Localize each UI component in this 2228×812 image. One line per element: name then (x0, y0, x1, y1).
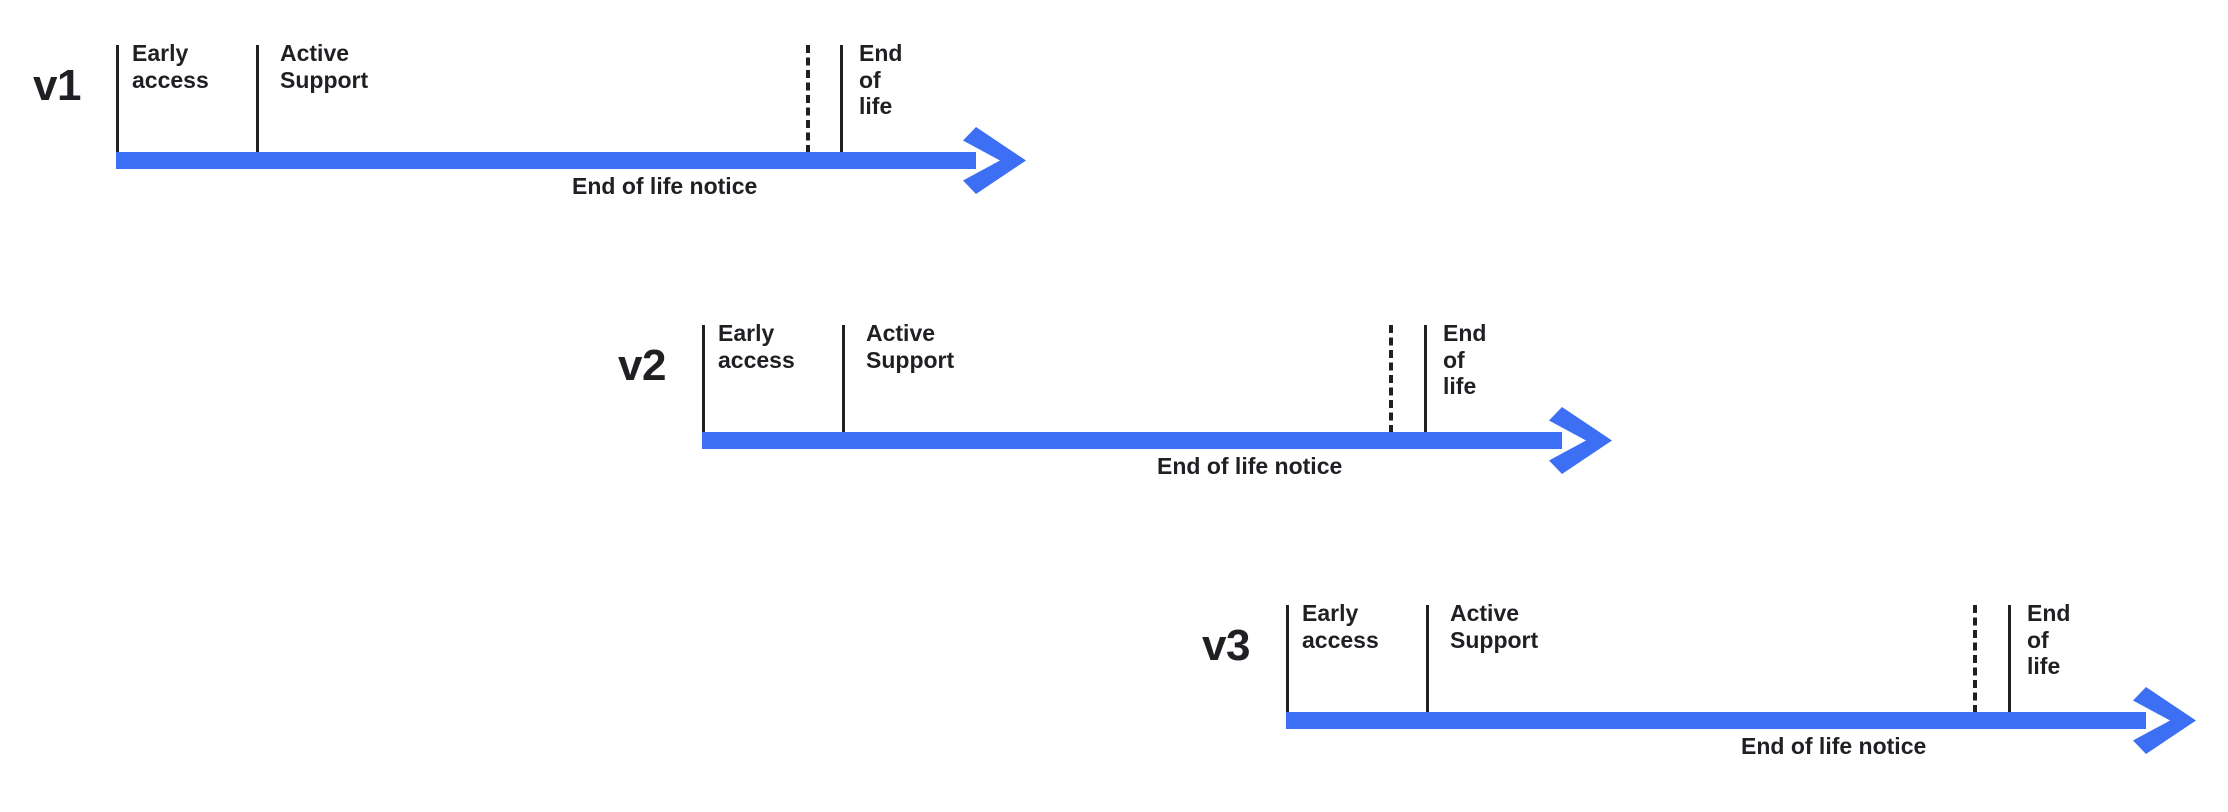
timeline-arrow-shaft (116, 152, 976, 169)
arrow-head-icon (2132, 686, 2198, 756)
end-of-life-notice-label: End of life notice (1157, 453, 1343, 479)
phase-label-1: Active Support (1450, 600, 1539, 653)
tick-divider-dashed-2 (1973, 605, 1977, 713)
tick-divider-solid-0 (1286, 605, 1289, 713)
tick-divider-solid-1 (842, 325, 845, 433)
phase-label-1: Active Support (280, 40, 369, 93)
tick-divider-solid-3 (840, 45, 843, 153)
timeline-arrow-shaft (1286, 712, 2146, 729)
tick-divider-solid-1 (1426, 605, 1429, 713)
tick-divider-solid-3 (1424, 325, 1427, 433)
timeline-arrow (1286, 686, 2198, 754)
tick-divider-solid-0 (702, 325, 705, 433)
phase-label-0: Early access (718, 320, 795, 373)
version-label-v1: v1 (33, 61, 81, 110)
tick-divider-dashed-2 (806, 45, 810, 153)
phase-label-0: Early access (132, 40, 209, 93)
end-of-life-label: End of life (859, 40, 903, 120)
arrow-head-icon (1548, 406, 1614, 476)
end-of-life-notice-label: End of life notice (1741, 733, 1927, 759)
end-of-life-label: End of life (1443, 320, 1487, 400)
timeline-arrow-shaft (702, 432, 1562, 449)
timeline-arrow (702, 406, 1614, 474)
phase-label-1: Active Support (866, 320, 955, 373)
version-label-v2: v2 (618, 341, 666, 390)
timeline-arrow (116, 126, 1028, 194)
end-of-life-notice-label: End of life notice (572, 173, 758, 199)
tick-divider-solid-3 (2008, 605, 2011, 713)
tick-divider-dashed-2 (1389, 325, 1393, 433)
arrow-head-icon (962, 126, 1028, 196)
version-label-v3: v3 (1202, 621, 1250, 670)
phase-label-0: Early access (1302, 600, 1379, 653)
tick-divider-solid-0 (116, 45, 119, 153)
end-of-life-label: End of life (2027, 600, 2071, 680)
tick-divider-solid-1 (256, 45, 259, 153)
